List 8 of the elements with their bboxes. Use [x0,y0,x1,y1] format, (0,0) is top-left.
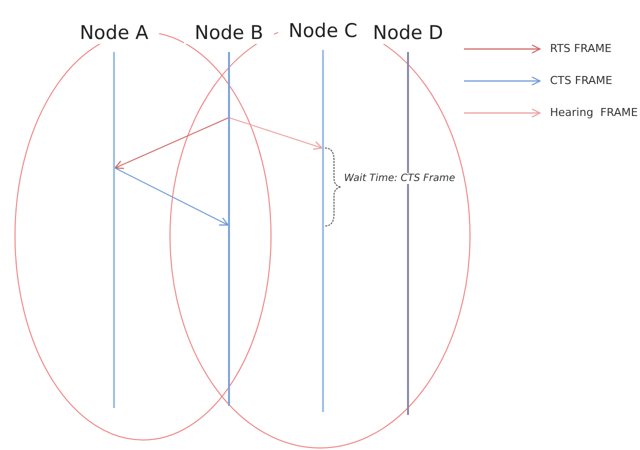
arrow [230,118,323,150]
arrow [114,118,228,170]
legend-text: CTS FRAME [550,74,612,87]
arrow [114,168,229,226]
legend-text: RTS FRAME [550,42,612,55]
legend-text: Hearing FRAME [550,106,638,119]
annotation-text: Wait Time: CTS Frame [344,173,456,184]
node-name: Node B [184,22,274,44]
